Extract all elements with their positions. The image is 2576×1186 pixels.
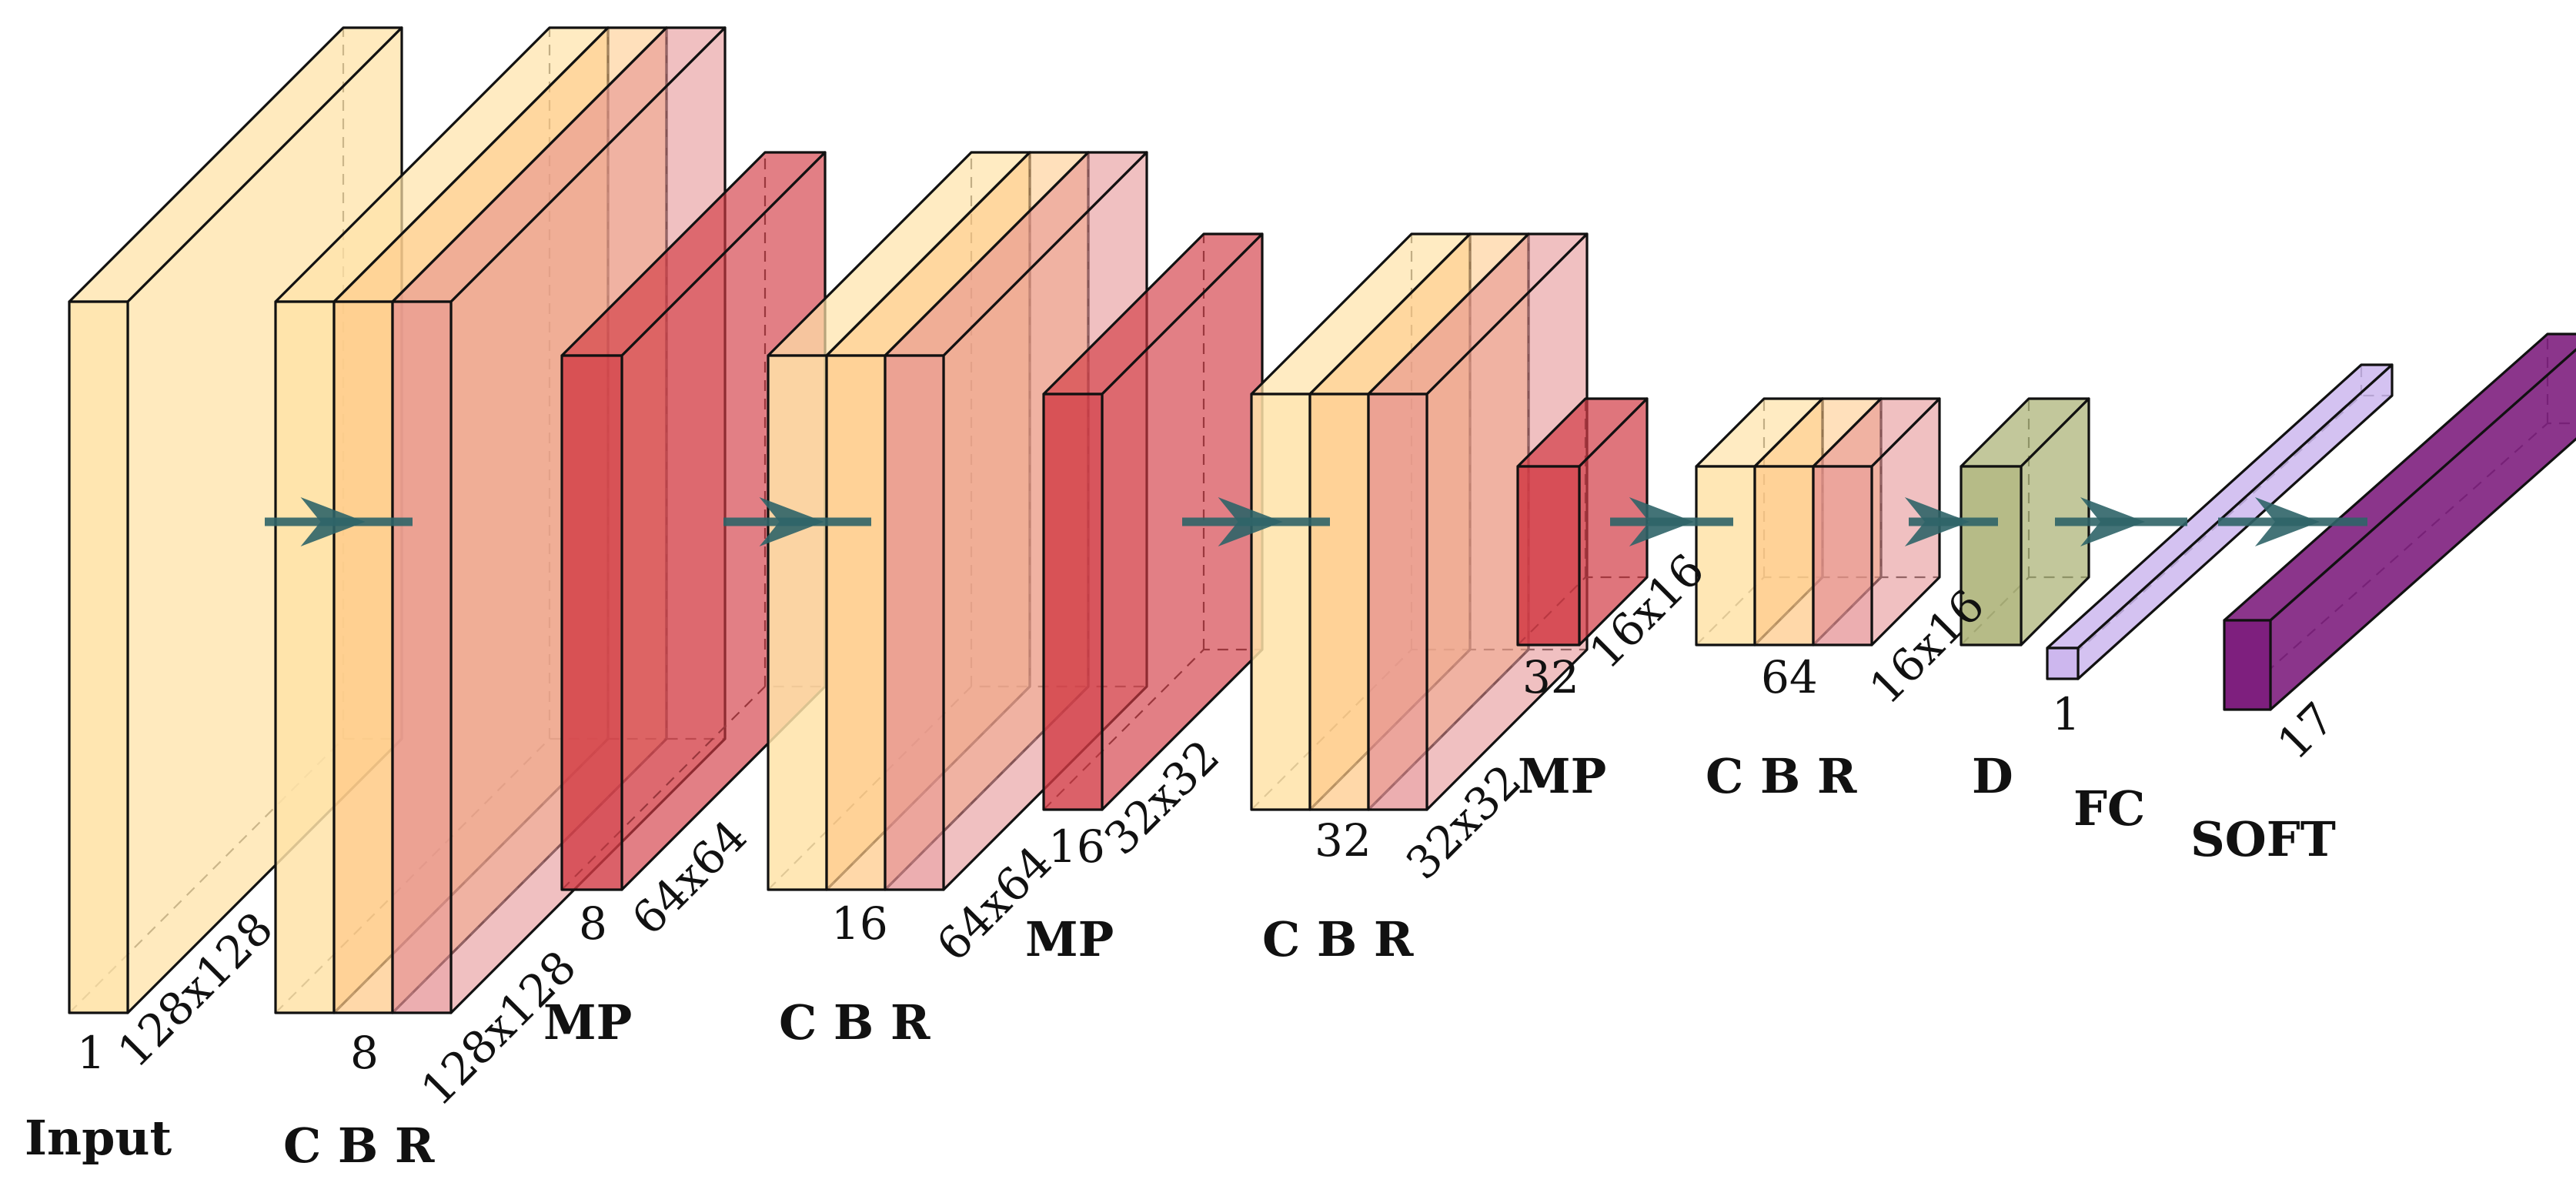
softmax-channels-label: 17	[2267, 693, 2344, 770]
dropout-caption: D	[1972, 748, 2013, 804]
softmax-block-front	[2223, 619, 2272, 711]
arrow-cbr4-to-dropout-head	[1904, 497, 1970, 546]
arrow-fc-to-softmax	[2218, 497, 2367, 546]
cbr4-conv-slab-front	[1695, 465, 1756, 646]
cbr2-bn-slab-front	[825, 354, 887, 891]
cbr4-bn-slab-front	[1753, 465, 1815, 646]
mp1-block-front	[560, 354, 623, 891]
mp1-caption: MP	[543, 994, 632, 1051]
mp2-channels-label: 16	[1048, 820, 1105, 873]
arrow-cbr4-to-dropout	[1904, 497, 1998, 546]
cbr2-conv-slab-front	[767, 354, 828, 891]
input-caption: Input	[25, 1110, 172, 1166]
layer-blocks	[68, 26, 2576, 1014]
mp2-block-front	[1042, 393, 1104, 811]
cbr1-caption: C B R	[283, 1118, 435, 1174]
mp3-channels-label: 32	[1522, 651, 1579, 703]
mp1-channels-label: 8	[579, 897, 607, 950]
cbr3-channels-label: 32	[1315, 814, 1372, 867]
connection-arrows	[265, 497, 2367, 546]
cbr4-relu-slab-front	[1812, 465, 1873, 646]
cbr4-channels-label: 64	[1761, 651, 1818, 703]
arrow-mp3-to-cbr4	[1610, 497, 1733, 546]
arrow-input-to-cbr1-head	[300, 497, 366, 546]
fc-channels-label: 1	[2052, 688, 2080, 740]
cbr1-bn-slab-front	[332, 300, 394, 1014]
cbr2-channels-label: 16	[831, 897, 888, 950]
cbr1-channels-label: 8	[350, 1027, 379, 1079]
arrow-mp1-to-cbr2-head	[759, 497, 824, 546]
softmax-caption: SOFT	[2190, 811, 2336, 867]
arrow-dropout-to-fc-head	[2080, 497, 2145, 546]
mp2-caption: MP	[1025, 911, 1114, 967]
cbr3-caption: C B R	[1262, 911, 1414, 967]
fc-block-front	[2046, 646, 2080, 680]
cbr3-relu-slab-front	[1367, 393, 1428, 811]
mp3-caption: MP	[1518, 748, 1606, 804]
fc-caption: FC	[2073, 780, 2145, 837]
arrow-input-to-cbr1	[265, 497, 413, 546]
cbr1-conv-slab-front	[274, 300, 336, 1014]
cbr4-caption: C B R	[1706, 748, 1857, 804]
arrow-fc-to-softmax-head	[2254, 497, 2320, 546]
cbr2-relu-slab-front	[884, 354, 945, 891]
cbr3-relu-slab	[1367, 232, 1589, 811]
arrow-mp3-to-cbr4-head	[1629, 497, 1694, 546]
arrow-mp1-to-cbr2	[723, 497, 871, 546]
cbr2-caption: C B R	[779, 994, 931, 1051]
cbr1-relu-slab-front	[391, 300, 453, 1014]
cbr3-conv-slab-front	[1250, 393, 1311, 811]
mp3-block-front	[1516, 465, 1581, 646]
input-channels-label: 1	[77, 1027, 105, 1079]
dropout-block-front	[1960, 465, 2023, 646]
softmax-block	[2223, 332, 2576, 711]
arrow-mp2-to-cbr3-head	[1218, 497, 1283, 546]
arrow-dropout-to-fc	[2055, 497, 2187, 546]
cbr4-relu-slab	[1812, 397, 1941, 646]
cbr3-bn-slab-front	[1308, 393, 1370, 811]
arrow-mp2-to-cbr3	[1182, 497, 1330, 546]
input-block-front	[68, 300, 129, 1014]
